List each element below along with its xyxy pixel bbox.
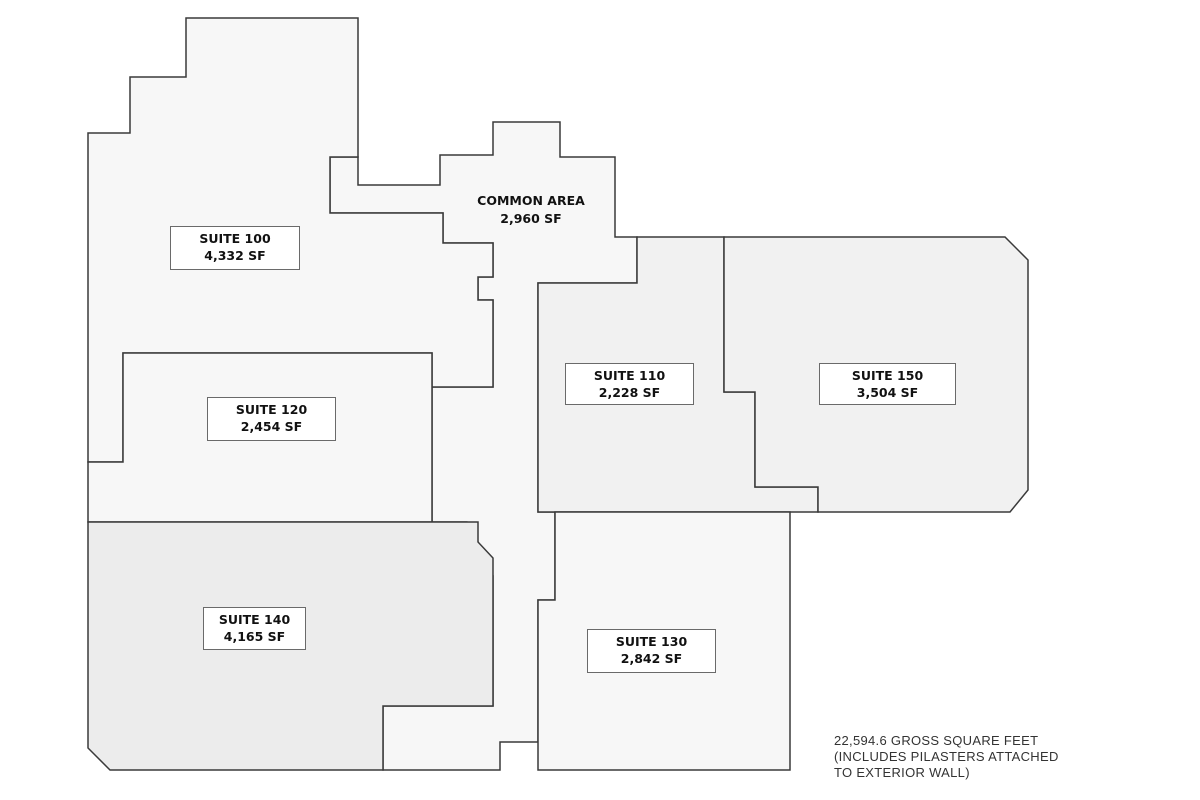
suite-150-label: SUITE 150 3,504 SF [819, 363, 956, 405]
suite-150-name: SUITE 150 [851, 368, 924, 383]
suite-100-name: SUITE 100 [199, 231, 271, 246]
suite-110-name: SUITE 110 [593, 368, 666, 383]
suite-140-area: 4,165 SF [223, 629, 286, 644]
suite-110-area: 2,228 SF [598, 385, 661, 400]
suite-100-label: SUITE 100 4,332 SF [170, 226, 300, 270]
note-line-3: TO EXTERIOR WALL) [834, 765, 970, 780]
suite-130-name: SUITE 130 [615, 634, 688, 649]
suite-130-area: 2,842 SF [620, 651, 683, 666]
suite-150-area: 3,504 SF [856, 385, 919, 400]
common-area-label: COMMON AREA 2,960 SF [456, 192, 606, 228]
suite-120-name: SUITE 120 [235, 402, 308, 417]
suite-120-label: SUITE 120 2,454 SF [207, 397, 336, 441]
suite-100-area: 4,332 SF [204, 248, 266, 263]
note-line-2: (INCLUDES PILASTERS ATTACHED [834, 749, 1059, 764]
gross-area-note: 22,594.6 GROSS SQUARE FEET (INCLUDES PIL… [834, 733, 1059, 781]
suite-140-label: SUITE 140 4,165 SF [203, 607, 306, 650]
suite-120-area: 2,454 SF [240, 419, 303, 434]
suite-110-label: SUITE 110 2,228 SF [565, 363, 694, 405]
note-line-1: 22,594.6 GROSS SQUARE FEET [834, 733, 1039, 748]
common-area-name: COMMON AREA [477, 193, 585, 208]
common-area-area: 2,960 SF [500, 211, 562, 226]
suite-140-name: SUITE 140 [218, 612, 291, 627]
suite-130-label: SUITE 130 2,842 SF [587, 629, 716, 673]
